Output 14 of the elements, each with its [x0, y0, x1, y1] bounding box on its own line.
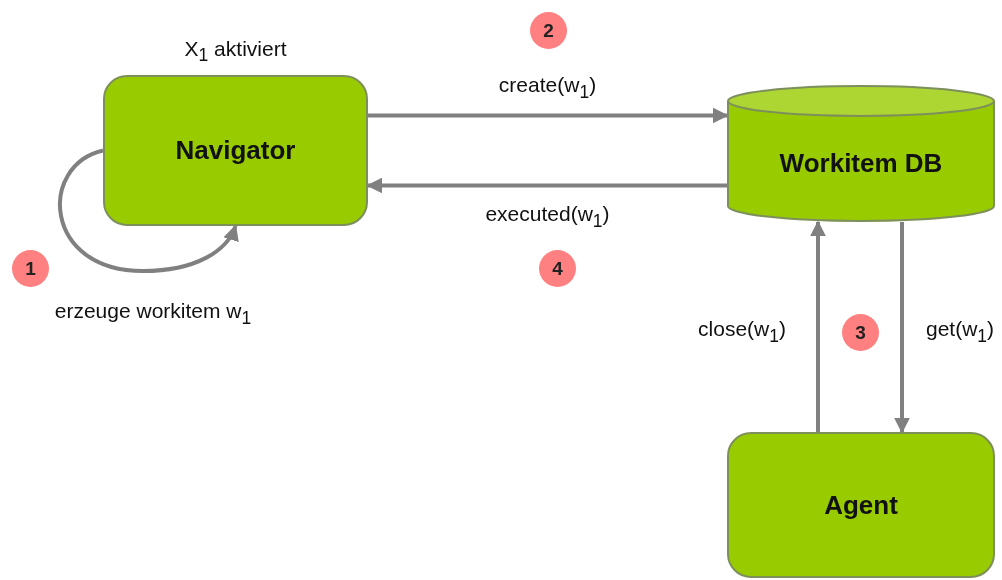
- process-box: [727, 432, 995, 578]
- callout-number: 2: [530, 12, 567, 49]
- arrow: [810, 220, 826, 432]
- node-caption: X$_{1}$ aktiviert: [184, 37, 287, 67]
- node-label: Workitem DB: [779, 148, 943, 179]
- node-label: Navigator: [175, 135, 296, 166]
- callout-number: 1: [12, 250, 49, 287]
- callout-number: 4: [539, 250, 576, 287]
- node-label: Agent: [824, 489, 898, 521]
- arrow: [368, 107, 729, 124]
- arrow: [894, 222, 910, 434]
- arrow: [366, 177, 727, 194]
- callout-number: 3: [842, 314, 879, 351]
- loop-arrow: [58, 148, 238, 273]
